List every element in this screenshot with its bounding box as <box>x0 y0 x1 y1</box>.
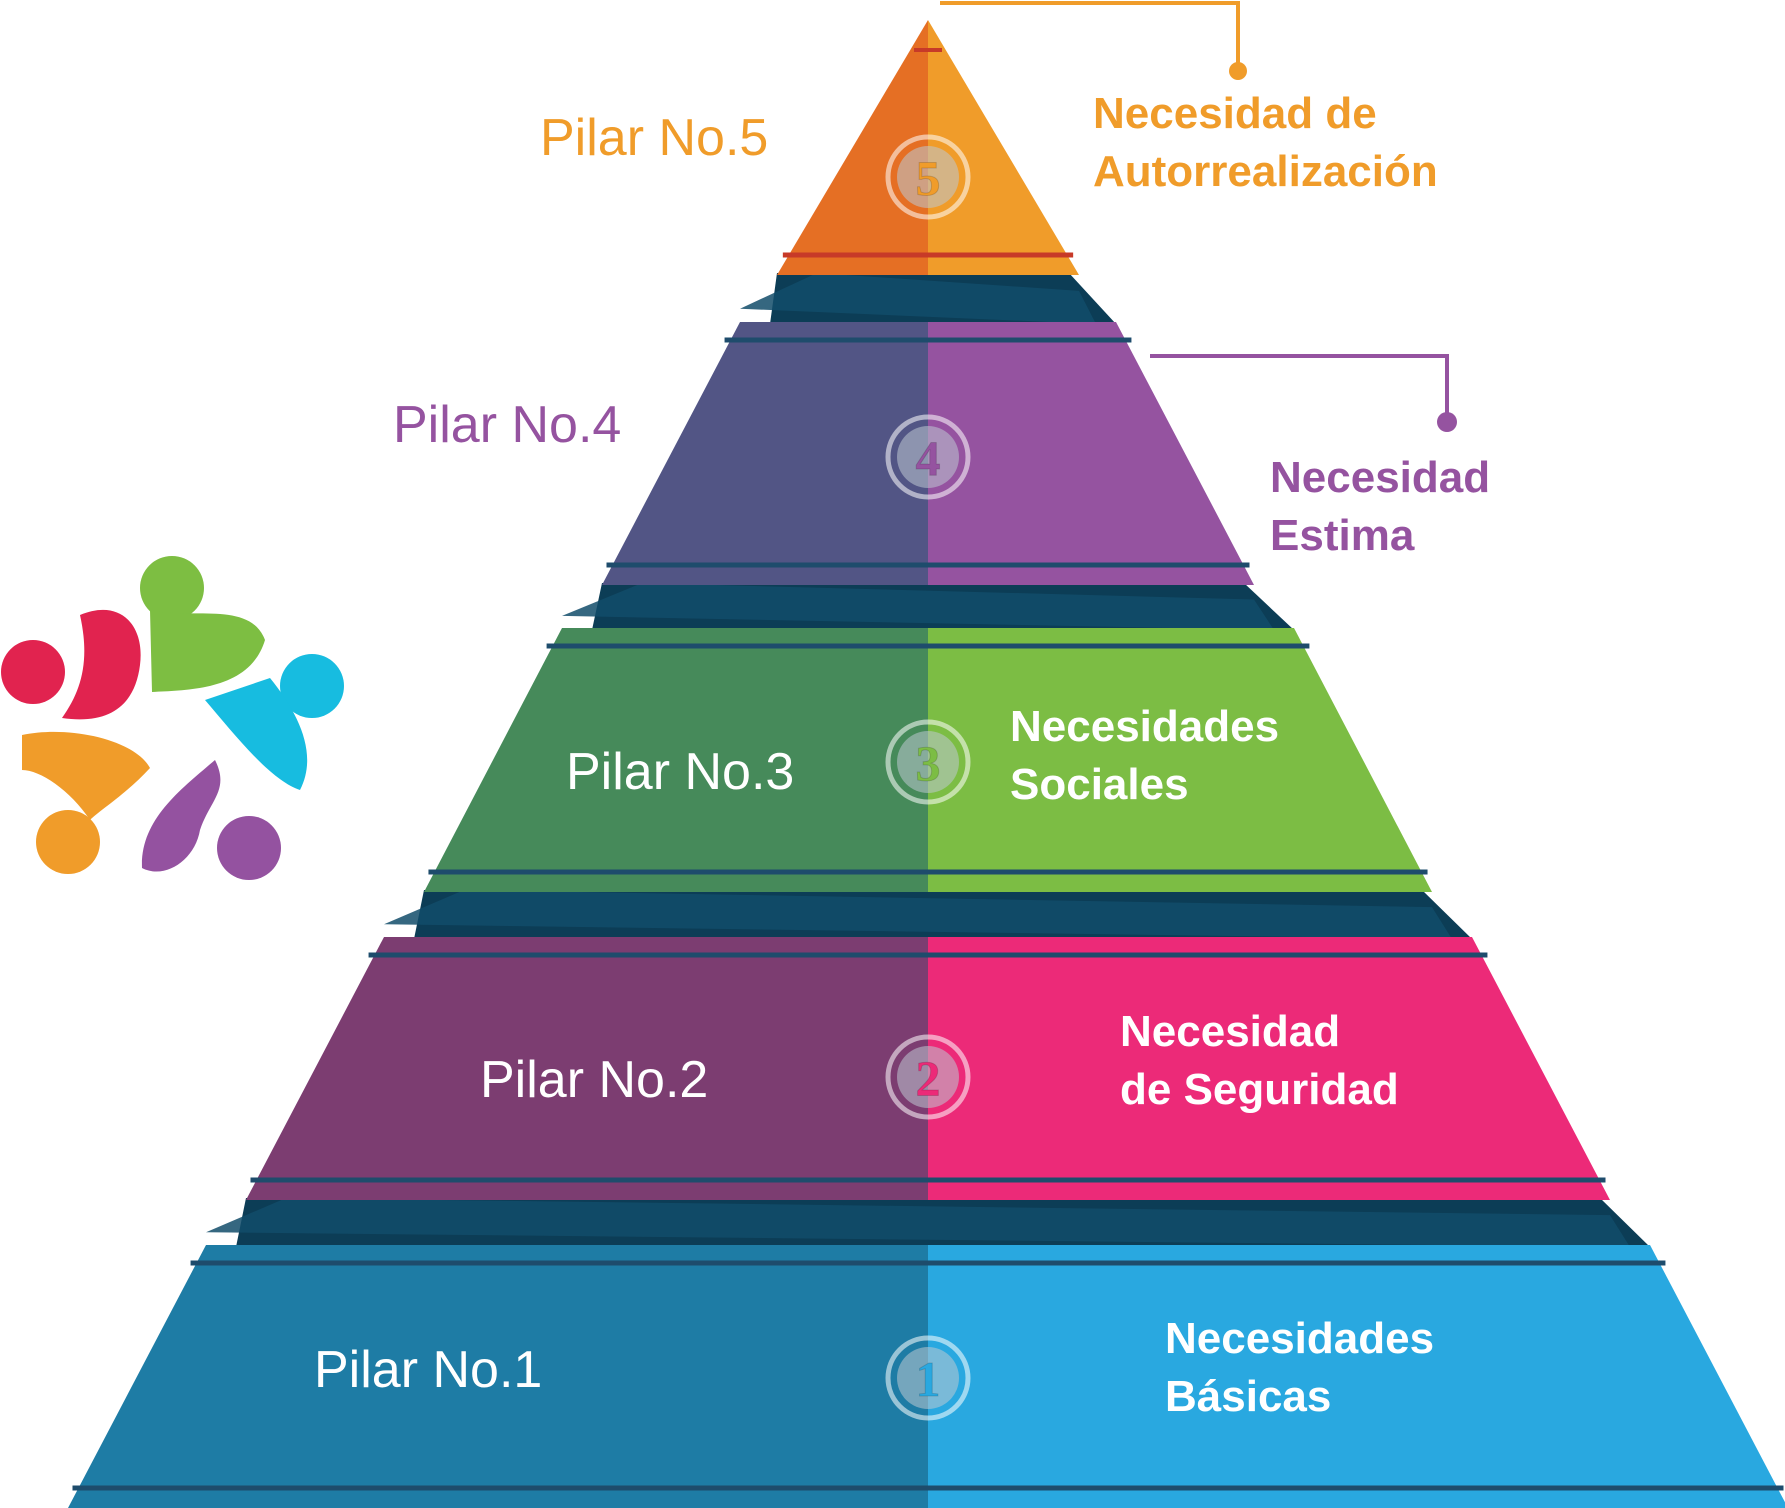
logo-person-3-head <box>217 816 281 880</box>
logo-person-2-body <box>205 678 308 790</box>
tier-5-number: 5 <box>916 150 941 206</box>
callout-lines <box>940 1 1457 432</box>
logo-person-1-body <box>150 610 265 692</box>
need-label-1-line-2: Básicas <box>1165 1372 1332 1421</box>
callout-dot-4 <box>1437 412 1457 432</box>
people-circle-logo <box>1 556 344 880</box>
tier-4-badge-ring <box>885 414 971 500</box>
need-label-4-line-1: Necesidad <box>1270 453 1491 502</box>
tier-connector-shade-3 <box>384 890 1452 939</box>
logo-person-5 <box>1 609 141 720</box>
tier-4-number: 4 <box>916 430 941 486</box>
pillar-label-4: Pilar No.4 <box>393 396 622 454</box>
tier-3-number-badge: 3 <box>885 719 971 805</box>
tier-connector-shade-2 <box>562 583 1274 630</box>
need-label-1-line-1: Necesidades <box>1165 1314 1435 1363</box>
need-label-5: Necesidad de Autorrealización <box>1093 85 1438 201</box>
tier-4-left-face <box>602 322 928 585</box>
need-label-4-line-2: Estima <box>1270 511 1415 560</box>
tier-connector-shade-4 <box>206 1198 1630 1247</box>
tier-5-left-face <box>777 20 928 275</box>
pyramid-tier-5: 5 <box>777 20 1079 275</box>
pillar-label-3: Pilar No.3 <box>566 743 795 801</box>
tier-2-right-face <box>928 937 1610 1200</box>
need-label-5-line-2: Autorrealización <box>1093 147 1438 196</box>
callout-line-5 <box>940 1 1240 70</box>
tier-connectors <box>206 273 1650 1247</box>
need-label-4: Necesidad Estima <box>1270 449 1490 565</box>
tier-3-number: 3 <box>916 735 941 791</box>
tier-5-badge-ring <box>885 134 971 220</box>
callout-dot-5 <box>1229 62 1247 80</box>
tier-2-badge-disc <box>897 1046 959 1108</box>
tier-5-right-face <box>928 20 1079 275</box>
logo-person-2 <box>205 654 344 790</box>
logo-person-3 <box>141 760 281 880</box>
tier-4-badge-disc <box>897 426 959 488</box>
tier-2-number-badge: 2 <box>885 1034 971 1120</box>
logo-person-4 <box>22 731 150 874</box>
pyramid-tier-2: 2 <box>246 937 1610 1200</box>
tier-2-left-face <box>246 937 928 1200</box>
logo-person-1 <box>140 556 265 692</box>
callout-line-4 <box>1150 354 1449 420</box>
tier-4-right-face <box>928 322 1254 585</box>
tier-1-badge-disc <box>897 1347 959 1409</box>
logo-person-3-body <box>141 760 221 872</box>
pyramid-tiers: 5 4 3 2 1 <box>68 20 1785 1508</box>
pyramid-tier-4: 4 <box>602 322 1254 585</box>
logo-person-1-head <box>140 556 204 620</box>
tier-1-right-face <box>928 1245 1785 1508</box>
tier-3-left-face <box>424 628 928 892</box>
tier-5-badge-disc <box>897 146 959 208</box>
tier-1-left-face <box>68 1245 928 1508</box>
logo-person-4-body <box>22 731 150 820</box>
pillar-label-2: Pilar No.2 <box>480 1051 709 1109</box>
need-label-3-line-2: Sociales <box>1010 760 1189 809</box>
need-label-2-line-1: Necesidad <box>1120 1007 1341 1056</box>
need-label-3-line-1: Necesidades <box>1010 702 1280 751</box>
tier-2-number: 2 <box>916 1050 941 1106</box>
tier-4-number-badge: 4 <box>885 414 971 500</box>
pyramid-tier-3: 3 <box>424 628 1432 892</box>
tier-3-right-face <box>928 628 1432 892</box>
tier-1-badge-ring <box>885 1335 971 1421</box>
logo-person-4-head <box>36 810 100 874</box>
need-label-2: Necesidad de Seguridad <box>1120 1003 1399 1119</box>
need-label-5-line-1: Necesidad de <box>1093 89 1377 138</box>
need-label-3: Necesidades Sociales <box>1010 698 1279 814</box>
logo-person-5-body <box>62 609 141 720</box>
need-label-2-line-2: de Seguridad <box>1120 1065 1399 1114</box>
pyramid-tier-1: 1 <box>68 1245 1785 1508</box>
pillar-label-1: Pilar No.1 <box>314 1341 543 1399</box>
tier-1-number: 1 <box>916 1351 941 1407</box>
tier-3-badge-disc <box>897 731 959 793</box>
tier-connector-shade-1 <box>740 273 1096 324</box>
tier-2-badge-ring <box>885 1034 971 1120</box>
tier-1-number-badge: 1 <box>885 1335 971 1421</box>
tier-5-number-badge: 5 <box>885 134 971 220</box>
pillar-label-5: Pilar No.5 <box>540 109 769 167</box>
tier-3-badge-ring <box>885 719 971 805</box>
need-label-1: Necesidades Básicas <box>1165 1310 1434 1426</box>
logo-person-5-head <box>1 640 65 704</box>
logo-person-2-head <box>280 654 344 718</box>
